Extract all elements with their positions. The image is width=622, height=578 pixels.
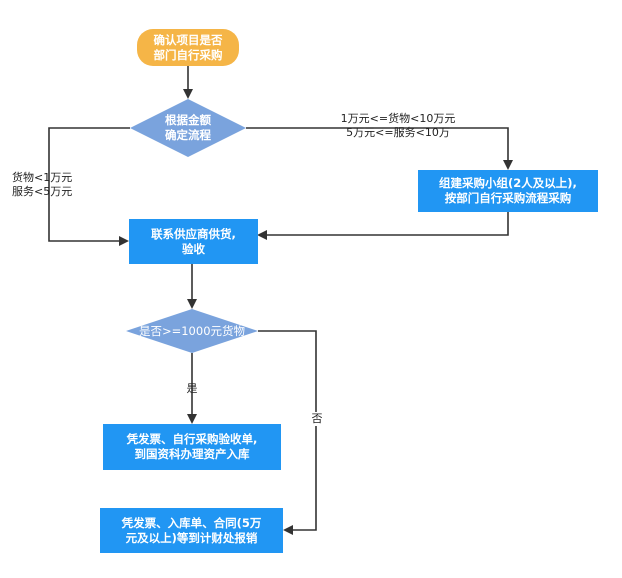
- edge-no: [258, 330, 317, 535]
- contact-supplier-node: 联系供应商供货, 验收: [129, 219, 258, 264]
- right-condition-label: 1万元<=货物<10万元 5万元<=服务<10万: [340, 112, 456, 139]
- decision-amount-label: 根据金额 确定流程: [165, 113, 211, 142]
- edge-decision-to-contact: [48, 127, 130, 246]
- decision-amount-shape: [130, 99, 246, 157]
- asset-entry-node: 凭发票、自行采购验收单, 到国资科办理资产入库: [103, 424, 281, 470]
- decision-1000-shape: [126, 309, 258, 353]
- start-node: 确认项目是否 部门自行采购: [137, 29, 239, 66]
- no-label: 否: [309, 412, 325, 426]
- edge-decision-to-form-group: [246, 127, 513, 170]
- reimburse-node: 凭发票、入库单、合同(5万 元及以上)等到计财处报销: [100, 508, 283, 553]
- edge-form-group-to-contact: [257, 212, 509, 240]
- yes-label: 是: [186, 382, 198, 395]
- decision-1000-label: 是否>=1000元货物: [138, 323, 246, 338]
- form-group-node: 组建采购小组(2人及以上), 按部门自行采购流程采购: [418, 170, 598, 212]
- left-condition-label: 货物<1万元 服务<5万元: [12, 171, 73, 198]
